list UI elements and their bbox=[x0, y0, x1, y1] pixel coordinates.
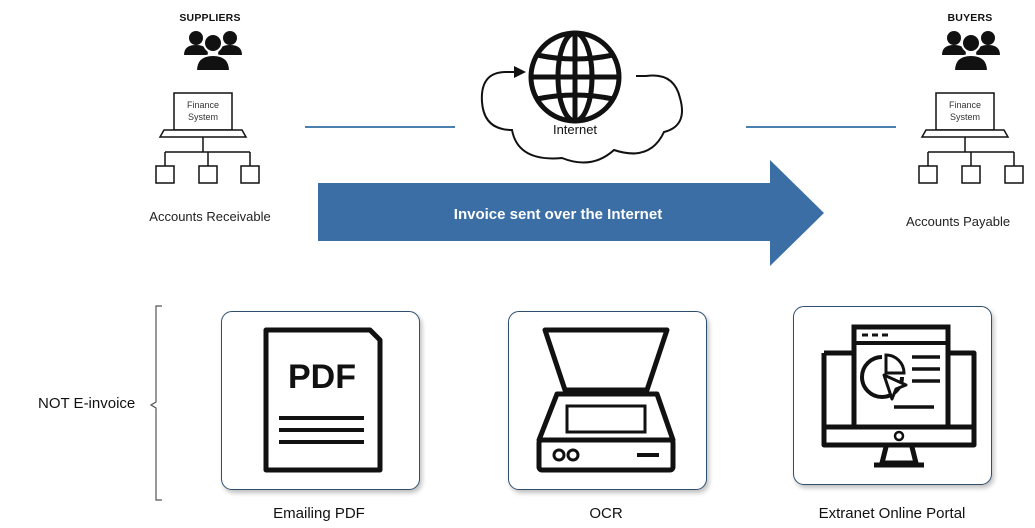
buyers-title: BUYERS bbox=[947, 12, 993, 24]
emailing-pdf-caption: Emailing PDF bbox=[273, 505, 365, 522]
invoice-flow-arrow: Invoice sent over the Internet bbox=[318, 160, 824, 266]
ocr-card bbox=[508, 311, 707, 490]
ocr-caption: OCR bbox=[589, 505, 623, 522]
supplier-system-label-2: System bbox=[188, 112, 218, 122]
bracket bbox=[150, 305, 162, 501]
finance-system-laptop: Finance System bbox=[918, 92, 1024, 184]
scanner-icon bbox=[536, 327, 676, 473]
finance-system-laptop: Finance System bbox=[155, 92, 260, 184]
connector-line-right bbox=[746, 126, 896, 128]
buyer-system-label-2: System bbox=[950, 112, 980, 122]
internet-cloud: Internet bbox=[480, 30, 683, 164]
pdf-document-icon: PDF bbox=[263, 327, 383, 473]
web-portal-icon bbox=[821, 324, 977, 468]
extranet-portal-caption: Extranet Online Portal bbox=[818, 505, 966, 522]
accounts-receivable-label: Accounts Receivable bbox=[149, 209, 271, 224]
emailing-pdf-card: PDF bbox=[221, 311, 420, 490]
people-group-icon bbox=[942, 31, 1000, 72]
globe-icon bbox=[528, 30, 622, 124]
not-einvoice-label: NOT E-invoice bbox=[38, 395, 136, 412]
extranet-portal-card bbox=[793, 306, 992, 485]
accounts-payable-label: Accounts Payable bbox=[906, 214, 1011, 229]
internet-label: Internet bbox=[553, 122, 597, 137]
people-group-icon bbox=[184, 31, 242, 72]
connector-line-left bbox=[305, 126, 455, 128]
suppliers-title: SUPPLIERS bbox=[179, 12, 241, 24]
pdf-badge: PDF bbox=[288, 358, 356, 396]
buyer-system-label-1: Finance bbox=[949, 100, 981, 110]
supplier-system-label-1: Finance bbox=[187, 100, 219, 110]
arrow-label: Invoice sent over the Internet bbox=[454, 206, 662, 223]
